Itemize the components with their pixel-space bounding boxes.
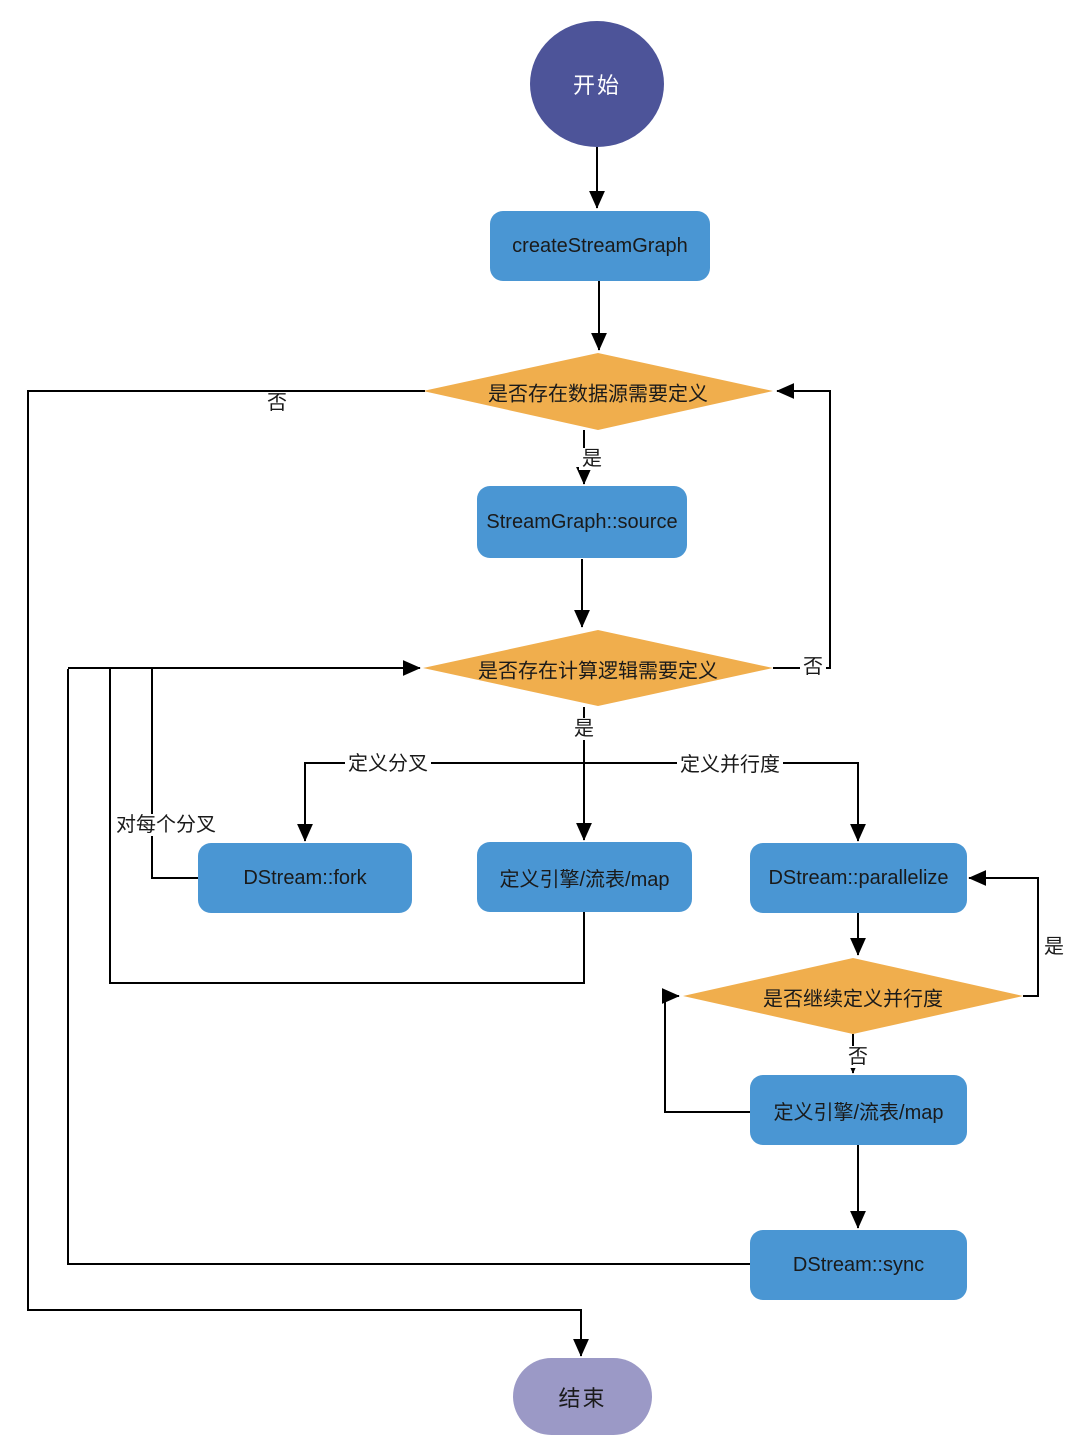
- node-define-engine-map-2: 定义引擎/流表/map: [750, 1075, 967, 1145]
- node-continue-parallelism-label: 是否继续定义并行度: [763, 988, 943, 1011]
- node-dstream-sync: DStream::sync: [750, 1230, 967, 1300]
- edge-label-define-parallelism: 定义并行度: [677, 754, 783, 776]
- edge-continue-yes-to-parallelize: [968, 870, 1039, 997]
- edge-fork-loop-up: [151, 669, 198, 879]
- node-define-engine-map-1: 定义引擎/流表/map: [477, 842, 692, 912]
- edge-label-yes-continue: 是: [1041, 936, 1067, 958]
- edge-branch-to-fork: [297, 762, 584, 842]
- edge-label-no-continue: 否: [845, 1046, 871, 1068]
- node-dstream-parallelize: DStream::parallelize: [750, 843, 967, 913]
- edge-label-each-fork: 对每个分叉: [113, 814, 219, 836]
- edge-label-yes-datasource: 是: [579, 448, 605, 470]
- node-dstream-fork: DStream::fork: [198, 843, 412, 913]
- node-end: 结束: [513, 1358, 652, 1435]
- node-has-datasource-shape: [423, 353, 773, 430]
- node-has-compute-logic-shape: [423, 630, 773, 706]
- edge-label-no-datasource: 否: [264, 392, 290, 414]
- edge-datasource-no-to-end: [27, 390, 589, 1357]
- edge-label-define-fork: 定义分叉: [345, 753, 431, 775]
- node-has-compute-logic-label: 是否存在计算逻辑需要定义: [478, 660, 718, 683]
- node-start: 开始: [530, 21, 664, 147]
- edge-label-yes-compute: 是: [571, 718, 597, 740]
- edge-sync-loop-up: [67, 669, 750, 1265]
- node-create-stream-graph: createStreamGraph: [490, 211, 710, 281]
- edge-define-map-2-to-continue-decision: [661, 988, 750, 1113]
- node-stream-graph-source: StreamGraph::source: [477, 486, 687, 558]
- edge-define-map-1-loop-up: [109, 669, 585, 984]
- edge-branch-to-parallelize: [584, 762, 866, 842]
- node-continue-parallelism-shape: [683, 958, 1023, 1034]
- edge-compute-no-to-datasource-decision: [773, 383, 831, 669]
- edge-label-no-compute: 否: [800, 656, 826, 678]
- node-has-datasource-label: 是否存在数据源需要定义: [488, 383, 708, 406]
